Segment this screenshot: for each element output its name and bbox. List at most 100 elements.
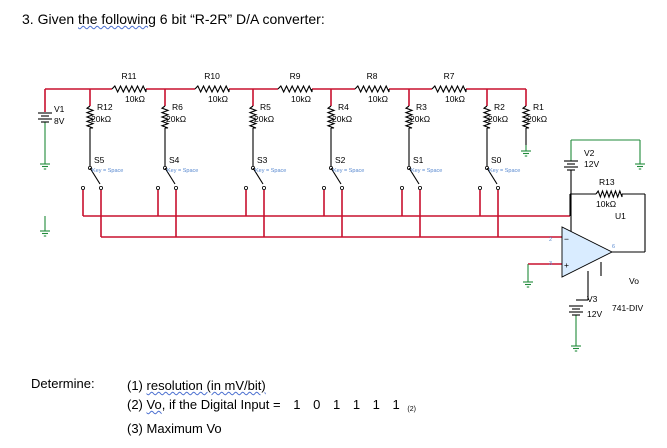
resistor-r7 bbox=[431, 84, 467, 94]
resistor-r4 bbox=[326, 105, 336, 129]
v1-name: V1 bbox=[54, 104, 65, 114]
switch-contact-out-1 bbox=[173, 185, 178, 190]
resistor-r1 bbox=[521, 105, 531, 129]
question-text-suffix: 6 bit “R-2R” D/A converter: bbox=[155, 11, 325, 27]
label-r3: R3 bbox=[416, 102, 427, 112]
switch-key-s4: Key = Space bbox=[167, 168, 198, 174]
switch-label-s0: S0 bbox=[491, 155, 502, 165]
item-2-vo: Vo bbox=[146, 397, 162, 412]
vo-label: Vo bbox=[629, 276, 639, 286]
value-r6: 20kΩ bbox=[166, 114, 186, 124]
bit-1: 1 bbox=[372, 397, 380, 412]
label-r5: R5 bbox=[260, 102, 271, 112]
switch-label-s5: S5 bbox=[94, 155, 105, 165]
switch-contact-out-4 bbox=[417, 185, 422, 190]
v3-name: V3 bbox=[587, 294, 598, 304]
value-r9: 10kΩ bbox=[291, 94, 311, 104]
switch-blade-1 bbox=[164, 167, 176, 185]
switch-blade-5 bbox=[486, 167, 498, 185]
value-r11: 10kΩ bbox=[125, 94, 145, 104]
value-r4: 20kΩ bbox=[332, 114, 352, 124]
label-r12: R12 bbox=[97, 102, 113, 112]
label-r9: R9 bbox=[290, 71, 301, 81]
pin-out-label: 6 bbox=[612, 244, 615, 250]
item-3-number: (3) bbox=[127, 421, 143, 436]
value-r8: 10kΩ bbox=[368, 94, 388, 104]
resistor-r9 bbox=[277, 84, 313, 94]
r13-name: R13 bbox=[599, 177, 615, 187]
switch-key-s3: Key = Space bbox=[255, 168, 286, 174]
switch-contact-out-3 bbox=[339, 185, 344, 190]
label-r2: R2 bbox=[494, 102, 505, 112]
switch-label-s3: S3 bbox=[257, 155, 268, 165]
switch-blade-0 bbox=[89, 167, 101, 185]
opamp-name: U1 bbox=[615, 211, 626, 221]
determine-item-2: (2) Vo, if the Digital Input = 1 0 1 1 1… bbox=[127, 397, 416, 413]
v2-name: V2 bbox=[584, 148, 595, 158]
bit-3: 1 bbox=[332, 397, 341, 412]
resistor-r11 bbox=[111, 84, 147, 94]
question-text-prefix: Given bbox=[37, 11, 79, 27]
opamp-minus-sign: − bbox=[564, 234, 569, 244]
determine-list: (1) resolution (in mV/bit) (2) Vo, if th… bbox=[127, 376, 416, 438]
label-r11: R11 bbox=[122, 71, 137, 81]
bit-4: 0 bbox=[313, 397, 321, 412]
bit-0: 1 bbox=[392, 397, 400, 412]
switch-key-s5: Key = Space bbox=[92, 168, 123, 174]
value-r12: 20kΩ bbox=[91, 114, 111, 124]
pin-noninv-label: 3 bbox=[549, 261, 552, 267]
question-title: 3. Given the following 6 bit “R-2R” D/A … bbox=[22, 11, 325, 27]
item-1-number: (1) bbox=[127, 378, 143, 393]
switch-contact-out-5 bbox=[495, 185, 500, 190]
opamp-model: 741-DIV bbox=[612, 303, 644, 313]
switch-key-s2: Key = Space bbox=[333, 168, 364, 174]
label-r6: R6 bbox=[172, 102, 183, 112]
digital-input-bits: 1 0 1 1 1 1 bbox=[284, 397, 403, 412]
determine-item-1: (1) resolution (in mV/bit) bbox=[127, 376, 416, 395]
switch-key-s1: Key = Space bbox=[411, 168, 442, 174]
item-1-text: resolution (in mV/bit) bbox=[146, 378, 266, 393]
resistor-r5 bbox=[248, 105, 258, 129]
switch-contact-gnd-0 bbox=[81, 185, 86, 190]
r13-value: 10kΩ bbox=[596, 199, 616, 209]
bit-2: 1 bbox=[352, 397, 361, 412]
value-r1: 20kΩ bbox=[527, 114, 547, 124]
value-r7: 10kΩ bbox=[445, 94, 465, 104]
v3-value: 12V bbox=[587, 309, 602, 319]
label-r10: R10 bbox=[204, 71, 220, 81]
resistor-r8 bbox=[354, 84, 390, 94]
resistor-r10 bbox=[194, 84, 230, 94]
value-r5: 20kΩ bbox=[254, 114, 274, 124]
determine-label: Determine: bbox=[31, 376, 95, 391]
switch-label-s2: S2 bbox=[335, 155, 346, 165]
bit-5: 1 bbox=[293, 397, 301, 412]
switch-label-s4: S4 bbox=[169, 155, 180, 165]
switch-blade-3 bbox=[330, 167, 342, 185]
question-number: 3. bbox=[22, 11, 34, 27]
pin-inv-label: 2 bbox=[549, 237, 552, 243]
switch-blade-4 bbox=[408, 167, 420, 185]
value-r3: 20kΩ bbox=[410, 114, 430, 124]
resistor-r6 bbox=[160, 105, 170, 129]
points-mark: (2) bbox=[407, 406, 416, 413]
v2-value: 12V bbox=[584, 159, 599, 169]
resistor-r2 bbox=[482, 105, 492, 129]
switch-key-s0: Key = Space bbox=[489, 168, 520, 174]
resistor-r13 bbox=[595, 189, 623, 199]
item-2-text: if the Digital Input = bbox=[168, 397, 281, 412]
switch-contact-out-2 bbox=[261, 185, 266, 190]
label-r8: R8 bbox=[367, 71, 378, 81]
item-2-number: (2) bbox=[127, 397, 143, 412]
resistor-r12 bbox=[85, 105, 95, 129]
switch-contact-gnd-5 bbox=[477, 185, 482, 190]
label-r1: R1 bbox=[533, 102, 544, 112]
switch-contact-gnd-2 bbox=[243, 185, 248, 190]
switch-contact-gnd-3 bbox=[321, 185, 326, 190]
switch-contact-gnd-1 bbox=[155, 185, 160, 190]
v1-value: 8V bbox=[54, 116, 65, 126]
question-text-underlined: the following bbox=[78, 11, 156, 27]
value-r2: 20kΩ bbox=[488, 114, 508, 124]
label-r4: R4 bbox=[338, 102, 349, 112]
switch-blade-2 bbox=[252, 167, 264, 185]
